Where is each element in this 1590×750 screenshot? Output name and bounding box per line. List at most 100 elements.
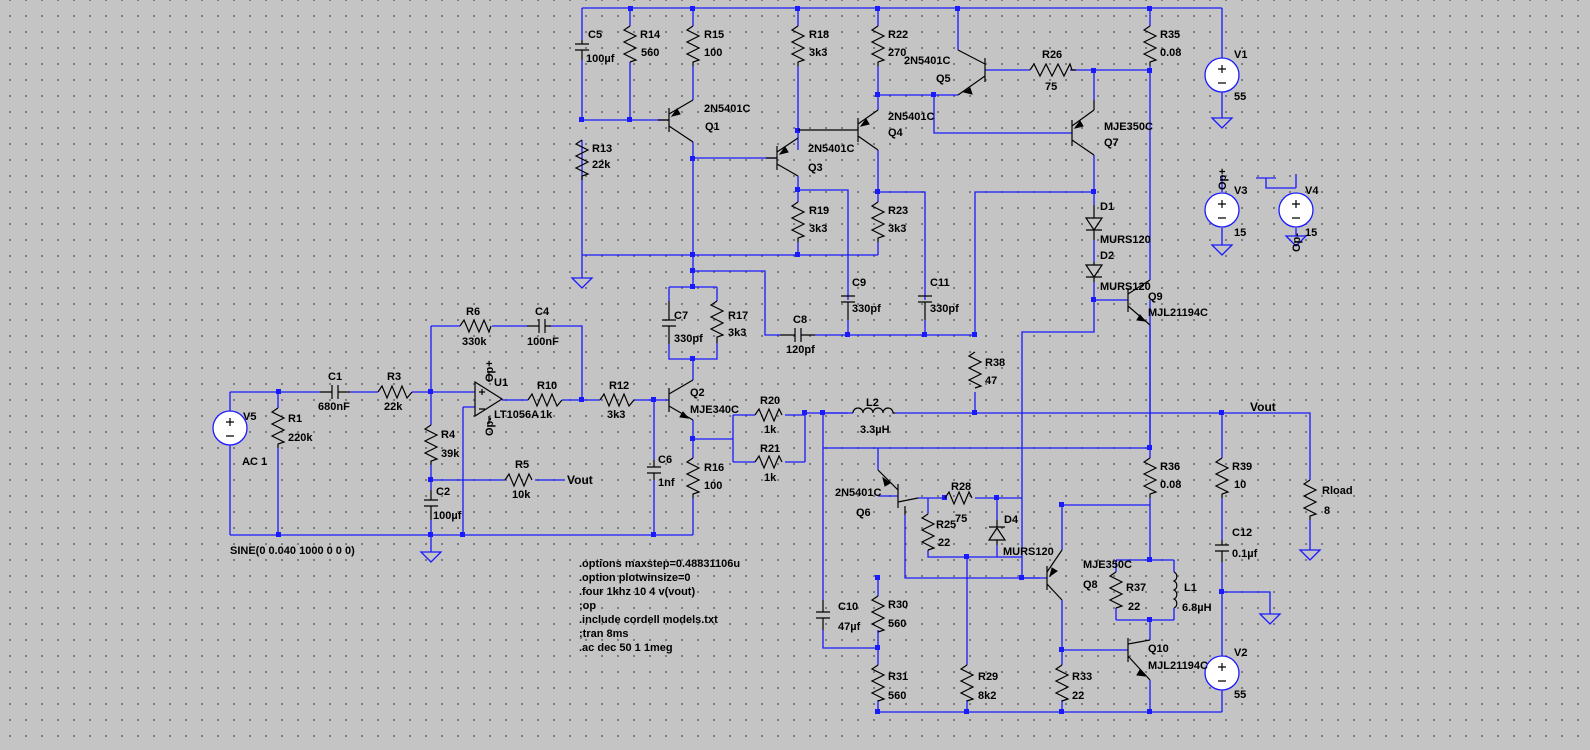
label-q4-value: 2N5401C <box>888 111 935 123</box>
component-labels: C5 100µf R14 560 R15 100 R18 3k3 R22 270… <box>230 29 1353 702</box>
transistor-Q1 <box>658 99 694 143</box>
net-label-v4-neg: Op- <box>1291 233 1303 252</box>
label-q1-name: Q1 <box>705 121 720 133</box>
label-r21-name: R21 <box>760 443 780 455</box>
label-v4-value: 15 <box>1305 227 1317 239</box>
capacitor-C7 <box>662 301 676 344</box>
label-r6-name: R6 <box>466 306 480 318</box>
inductor-L1 <box>1172 571 1178 609</box>
label-c5-value: 100µf <box>586 53 615 65</box>
capacitor-C10 <box>816 600 830 630</box>
label-r15-value: 100 <box>704 47 722 59</box>
transistor-Q7 <box>1071 100 1095 156</box>
label-r20-name: R20 <box>760 395 780 407</box>
label-c5-name: C5 <box>588 29 602 41</box>
net-labels: Vout Vout Op+ Op- Op+ Op- <box>484 168 1303 487</box>
label-c10-name: C10 <box>838 601 858 613</box>
label-l2-value: 3.3µH <box>860 424 890 436</box>
label-r31-name: R31 <box>888 671 908 683</box>
resistor-R37 <box>1108 571 1124 609</box>
resistor-R18 <box>790 25 806 66</box>
label-r33-value: 22 <box>1072 690 1084 702</box>
source-V1 <box>1204 57 1240 93</box>
capacitor-C1 <box>320 385 350 399</box>
label-c11-value: 330pf <box>930 303 959 315</box>
net-label-vout-top: Vout <box>1250 400 1276 414</box>
label-c6-value: 1nf <box>658 477 675 489</box>
label-q3-name: Q3 <box>808 162 823 174</box>
label-r10-name: R10 <box>537 380 557 392</box>
resistor-R13 <box>574 139 590 180</box>
directive-line: ;op <box>579 600 596 612</box>
label-q5-value: 2N5401C <box>904 55 951 67</box>
label-r14-value: 560 <box>641 47 659 59</box>
label-r3-value: 22k <box>384 401 403 413</box>
resistor-R1 <box>270 407 286 448</box>
resistors <box>270 25 1318 702</box>
resistor-R5 <box>504 472 533 488</box>
capacitor-C2 <box>424 490 438 520</box>
label-q4-name: Q4 <box>888 127 904 139</box>
transistors <box>658 49 1151 681</box>
label-r5-value: 10k <box>512 489 531 501</box>
label-c8-value: 120pf <box>786 344 815 356</box>
resistor-R22 <box>870 25 886 66</box>
inductors <box>852 407 1178 609</box>
label-r15-name: R15 <box>704 29 724 41</box>
label-c8-name: C8 <box>793 314 807 326</box>
label-q7-value: MJE350C <box>1104 121 1153 133</box>
label-q6-name: Q6 <box>856 507 871 519</box>
label-r37-value: 22 <box>1128 601 1140 613</box>
spice-directives[interactable]: .options maxstep=0.48831106u .option plo… <box>579 558 740 654</box>
source-V4 <box>1278 192 1314 228</box>
directive-line: .option plotwinsize=0 <box>579 572 691 584</box>
label-r29-name: R29 <box>978 671 998 683</box>
capacitor-C4 <box>527 319 551 333</box>
directive-line: .options maxstep=0.48831106u <box>579 558 740 570</box>
label-q10-name: Q10 <box>1148 643 1169 655</box>
diode-D4 <box>987 520 1007 545</box>
label-c1-name: C1 <box>328 371 342 383</box>
label-r14-name: R14 <box>640 29 661 41</box>
label-r16-value: 100 <box>704 480 722 492</box>
label-q6-value: 2N5401C <box>835 487 882 499</box>
label-c12-value: 0.1µf <box>1232 548 1258 560</box>
label-c6-name: C6 <box>658 454 672 466</box>
label-r12-name: R12 <box>609 380 629 392</box>
label-r36-value: 0.08 <box>1160 479 1181 491</box>
label-r29-value: 8k2 <box>978 690 996 702</box>
resistor-R23 <box>870 201 886 242</box>
label-c1-value: 680nF <box>318 401 350 413</box>
wires <box>229 7 1311 713</box>
resistor-R29 <box>959 664 975 702</box>
label-q5-name: Q5 <box>936 73 951 85</box>
label-r5-name: R5 <box>515 459 529 471</box>
label-d1-name: D1 <box>1100 201 1114 213</box>
label-r16-name: R16 <box>704 462 724 474</box>
label-q3-value: 2N5401C <box>808 143 855 155</box>
label-v5-source: SINE(0 0.040 1000 0 0 0) <box>230 545 355 557</box>
resistor-R38 <box>967 351 983 389</box>
label-v5-name: V5 <box>243 411 256 423</box>
label-v1-value: 55 <box>1234 91 1246 103</box>
source-V3 <box>1204 192 1240 228</box>
label-r25-value: 22 <box>938 537 950 549</box>
label-r35-name: R35 <box>1160 29 1180 41</box>
label-q9-value: MJL21194C <box>1148 307 1208 319</box>
transistor-Q3 <box>766 137 799 177</box>
resistor-R25 <box>920 513 936 551</box>
label-r39-name: R39 <box>1232 461 1252 473</box>
label-d4-value: MURS120 <box>1003 546 1054 558</box>
label-r22-name: R22 <box>888 29 908 41</box>
label-d2-value: MURS120 <box>1100 281 1151 293</box>
label-c4-value: 100nF <box>527 336 559 348</box>
label-v1-name: V1 <box>1234 49 1247 61</box>
resistor-R4 <box>423 424 439 465</box>
net-label-opamp-pos: Op+ <box>484 360 496 382</box>
voltage-sources <box>212 57 1314 691</box>
label-r20-value: 1k <box>764 424 777 436</box>
label-v3-value: 15 <box>1234 227 1246 239</box>
resistor-R10 <box>527 392 563 408</box>
